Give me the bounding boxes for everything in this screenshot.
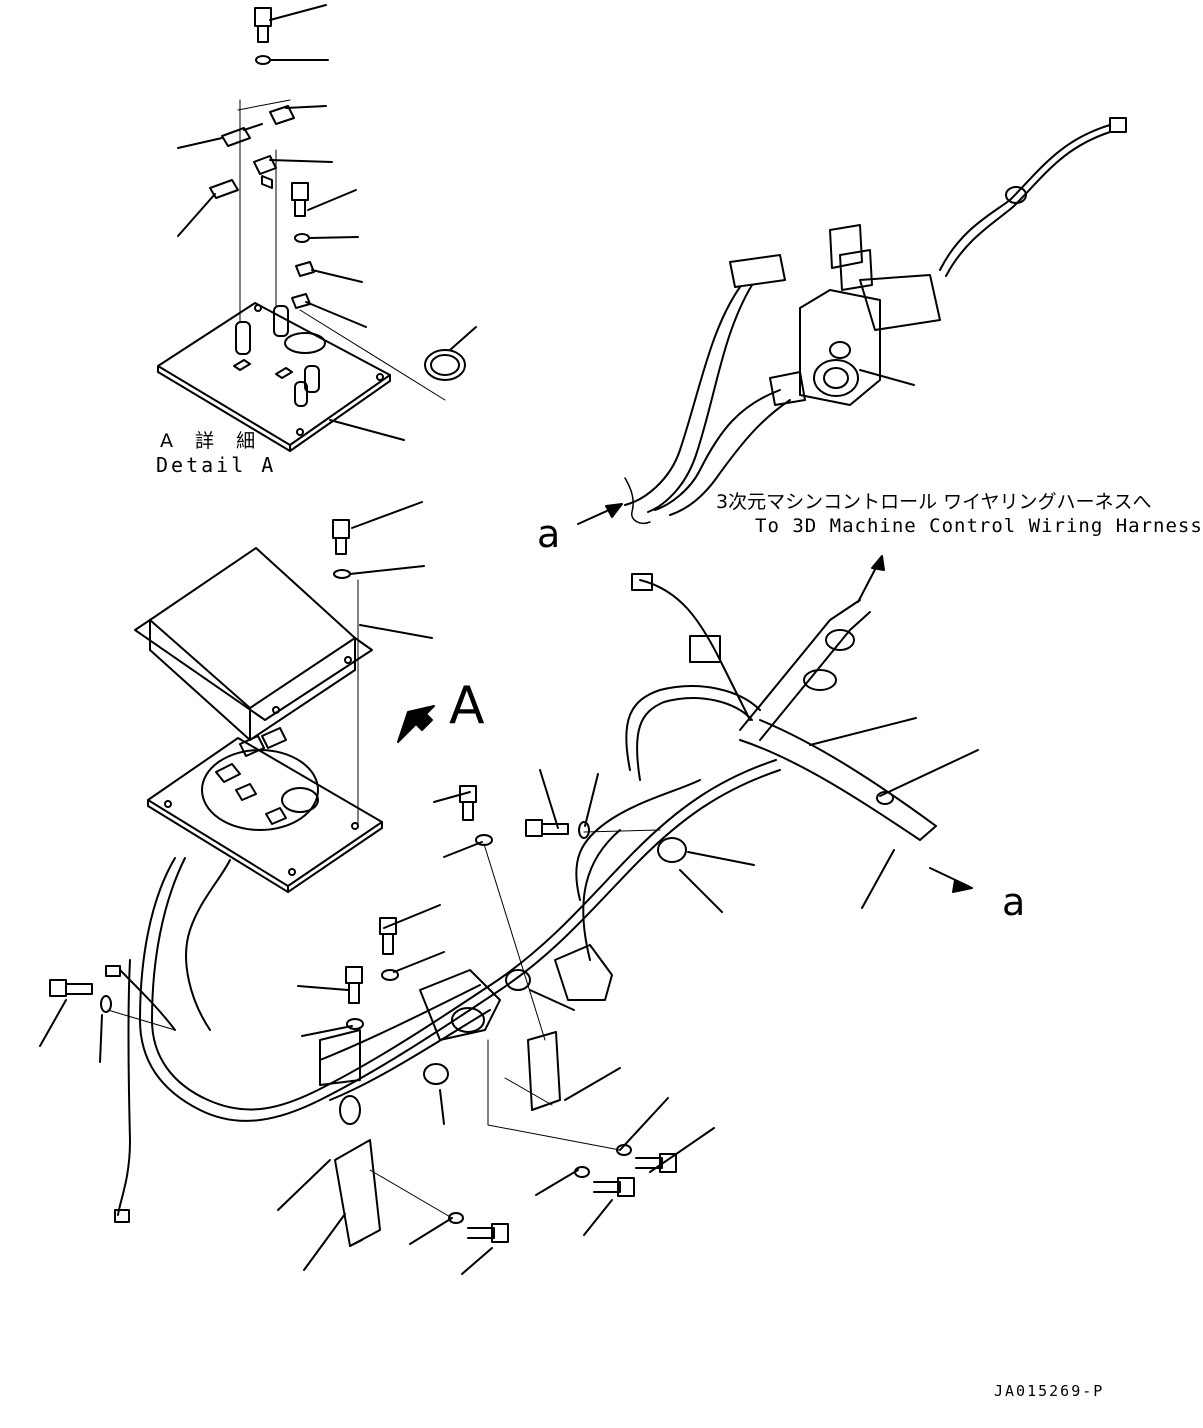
harness-destination-label-jp: 3次元マシンコントロール ワイヤリングハーネスへ <box>716 491 1152 513</box>
controller-box <box>134 501 433 829</box>
upper-harness-assembly <box>624 117 1127 524</box>
main-harness <box>39 573 979 1275</box>
fasteners <box>49 785 677 1243</box>
reference-label-a-lower: a <box>1002 880 1026 924</box>
bracket-plate <box>147 727 383 893</box>
detail-a-label-en: Detail A <box>156 453 277 477</box>
reference-arrows <box>397 503 973 893</box>
view-direction-label-A: A <box>449 676 485 736</box>
drawing-code: JA015269-P <box>994 1382 1105 1400</box>
exploded-parts-diagram <box>39 4 1127 1275</box>
reference-label-a-upper: a <box>537 512 561 556</box>
detail-a-label-jp: A 詳 細 <box>160 430 264 452</box>
detail-a-assembly <box>157 4 477 452</box>
harness-destination-label-en: To 3D Machine Control Wiring Harness <box>755 515 1203 537</box>
